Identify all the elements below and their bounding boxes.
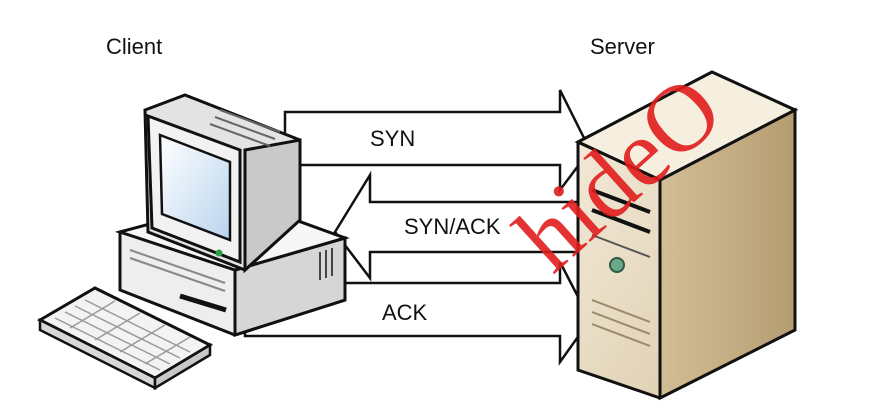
- server-label: Server: [590, 34, 655, 59]
- keyboard-icon: [36, 286, 214, 391]
- syn-ack-arrow: [333, 170, 587, 282]
- syn-arrow: [283, 89, 592, 194]
- desktop-computer-icon: [114, 93, 350, 338]
- syn-ack-label: SYN/ACK: [404, 214, 501, 239]
- syn-label: SYN: [370, 126, 416, 151]
- client-label: Client: [106, 34, 163, 59]
- ack-label: ACK: [382, 300, 428, 325]
- tower-server-icon: [574, 70, 799, 401]
